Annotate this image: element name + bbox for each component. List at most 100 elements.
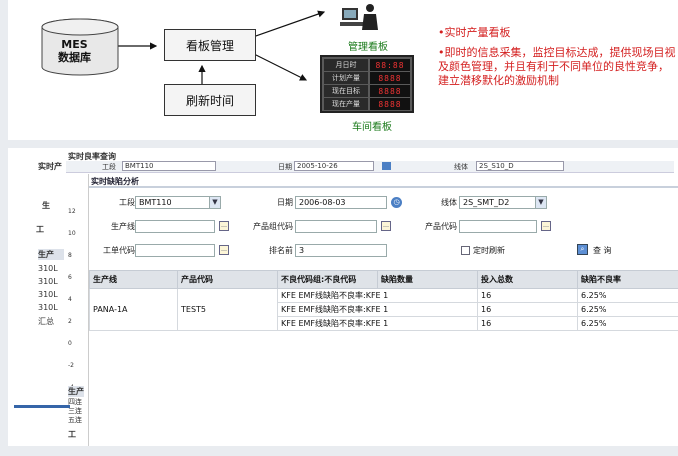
back-ytick-label: 0 [68,340,72,347]
bullet-title: •实时产量看板 [438,26,511,39]
board-row-label: 计划产量 [324,72,368,84]
feature-bullets: •实时产量看板 •即时的信息采集，监控目标达成，提供现场目视及颜色管理，并且有利… [438,26,678,88]
form-title: 实时缺陷分析 [91,177,139,186]
back-window: 实时良率查询 实时产 工段 BMT110 日期 2005-10-26 线体 2S… [8,148,678,446]
database-icon [41,18,119,76]
back-filter-bar: 工段 BMT110 日期 2005-10-26 线体 2S_S10_D [66,161,674,173]
prodline-label: 生产线 [111,222,135,231]
cell-defect-code: KFE EMF线缺陷不良率:KFE 1 [277,288,478,303]
back-bottom-label: 四连 [68,398,82,406]
factory-select[interactable]: BMT110 ▼ [135,196,221,209]
auto-refresh-label: 定时刷新 [473,246,505,255]
board-row-value: 8888 [370,85,410,97]
back-ytick-label: 12 [68,208,76,215]
product-input[interactable] [459,220,537,233]
title-divider [89,186,678,188]
defect-count-text: 1 [383,305,389,314]
defect-count-text: 1 [383,291,389,300]
workorder-input[interactable] [135,244,215,257]
back-bottom-label: 生产 [68,386,84,397]
flow-arrows [114,10,326,84]
lookup-icon[interactable]: … [541,221,551,231]
board-row: 现在目标 8888 [324,85,410,97]
cell-input-total: 16 [477,302,578,317]
workshop-board-label: 车间看板 [352,122,392,133]
date-label: 日期 [277,198,293,207]
defect-code-text: KFE EMF线缺陷不良率:KFE [281,319,381,328]
defect-table: 生产线 产品代码 不良代码组:不良代码 缺陷数量 投入总数 缺陷不良率 PANA… [89,270,678,331]
back-side-item: 310L [38,303,58,312]
back-side-label: 实时产 [38,162,62,171]
lookup-icon[interactable]: … [219,221,229,231]
cell-input-total: 16 [477,316,578,331]
refresh-time-box: 刷新时间 [164,84,256,116]
back-bottom-label: 五连 [68,416,82,424]
back-calendar-icon[interactable] [382,162,391,170]
board-row-label: 月日时 [324,59,368,71]
cell-defect-code: KFE EMF线缺陷不良率:KFE 1 [277,316,478,331]
prodcode-input[interactable] [295,220,377,233]
line-value: 2S_SMT_D2 [463,198,510,207]
calendar-icon[interactable]: ◷ [391,197,402,208]
table-row[interactable]: KFE EMF线缺陷不良率:KFE 1 16 6.25% [90,316,678,331]
line-select[interactable]: 2S_SMT_D2 ▼ [459,196,547,209]
manager-computer-icon [340,4,378,30]
bullet-description: •即时的信息采集，监控目标达成，提供现场目视及颜色管理，并且有利于不同单位的良性… [438,46,676,87]
diagram-panel: MES 数据库 看板管理 刷新时间 管理看板 月日时 88:88 计划产量 88… [8,0,678,140]
col-header[interactable]: 缺陷数量 [377,270,478,289]
back-ytick-label: 10 [68,230,76,237]
back-ytick-label: 6 [68,274,72,281]
query-icon[interactable]: ⌕ [577,244,588,255]
back-bottom-label: 工 [68,430,76,439]
back-side-item: 310L [38,277,58,286]
board-row-value: 8888 [370,98,410,110]
defect-count-text: 1 [383,319,389,328]
lookup-icon[interactable]: … [219,245,229,255]
chevron-down-icon[interactable]: ▼ [209,197,220,208]
auto-refresh-checkbox[interactable] [461,246,470,255]
mes-database: MES 数据库 [40,18,120,76]
back-side-item: 310L [38,264,58,273]
back-ytick-label: 8 [68,252,72,259]
col-header[interactable]: 产品代码 [177,270,278,289]
lookup-icon[interactable]: … [381,221,391,231]
table-header-row: 生产线 产品代码 不良代码组:不良代码 缺陷数量 投入总数 缺陷不良率 [89,270,678,289]
cell-product: TEST5 [177,288,278,331]
db-label-line2: 数据库 [58,51,91,64]
back-date-label: 日期 [278,163,292,171]
cell-defect-rate: 6.25% [577,302,678,317]
app-screenshot: 实时良率查询 实时产 工段 BMT110 日期 2005-10-26 线体 2S… [8,148,678,446]
board-row-value: 88:88 [370,59,410,71]
back-ytick-label: 2 [68,318,72,325]
board-row-label: 现在目标 [324,85,368,97]
workshop-led-board: 月日时 88:88 计划产量 8888 现在目标 8888 现在产量 8888 [320,55,414,113]
back-factory-select[interactable]: BMT110 [122,161,216,171]
factory-label: 工段 [119,198,135,207]
defect-analysis-window: 实时缺陷分析 工段 BMT110 ▼ 日期 2006-08-03 ◷ 线体 2S… [88,174,678,446]
back-ytick-label: -2 [68,362,74,369]
rank-label: 排名前 [269,246,293,255]
board-row-label: 现在产量 [324,98,368,110]
prodline-input[interactable] [135,220,215,233]
back-side-item: 汇总 [38,317,54,326]
board-row: 现在产量 8888 [324,98,410,110]
back-date-input[interactable]: 2005-10-26 [294,161,374,171]
date-input[interactable]: 2006-08-03 [295,196,387,209]
back-factory-label: 工段 [102,163,116,171]
table-row[interactable]: PANA-1A TEST5 KFE EMF线缺陷不良率:KFE 1 16 6.2… [89,288,678,331]
back-line-select[interactable]: 2S_S10_D [476,161,564,171]
col-header[interactable]: 不良代码组:不良代码 [277,270,378,289]
cell-line: PANA-1A [89,288,178,331]
cell-defect-rate: 6.25% [577,316,678,331]
query-button[interactable]: 查 询 [593,246,612,255]
manager-board-label: 管理看板 [348,42,388,53]
chevron-down-icon[interactable]: ▼ [535,197,546,208]
col-header[interactable]: 缺陷不良率 [577,270,678,289]
kanban-management-box: 看板管理 [164,29,256,61]
col-header[interactable]: 生产线 [89,270,178,289]
rank-input[interactable]: 3 [295,244,387,257]
back-blue-line [14,405,70,408]
back-bottom-label: 三连 [68,407,82,415]
col-header[interactable]: 投入总数 [477,270,578,289]
db-label-line1: MES [61,38,88,51]
